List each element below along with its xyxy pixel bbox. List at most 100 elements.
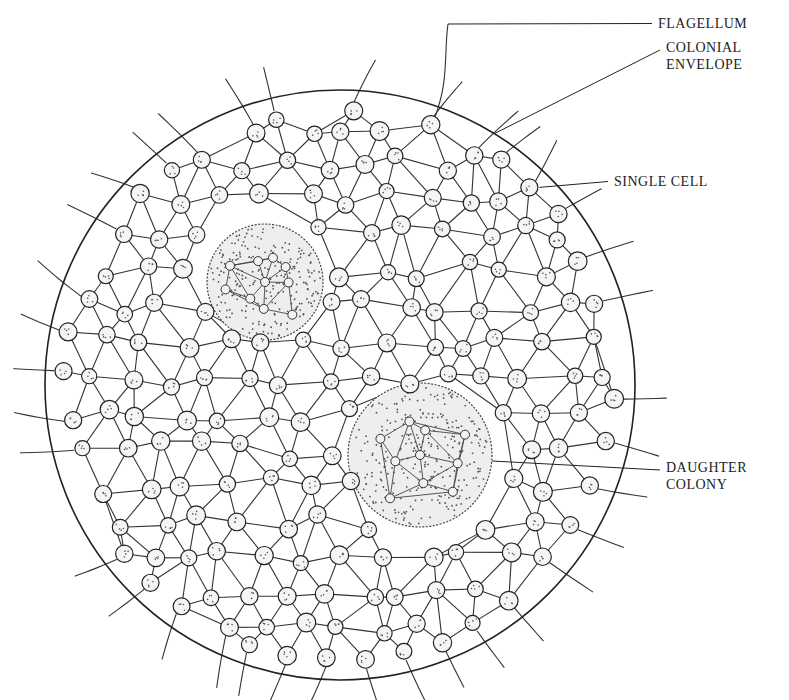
stipple	[187, 558, 189, 560]
stipple	[267, 332, 269, 334]
single-cell	[594, 369, 610, 385]
stipple	[251, 228, 253, 230]
stipple	[303, 282, 305, 284]
stipple	[413, 447, 415, 449]
cell-body	[172, 196, 190, 214]
cell-body	[330, 546, 349, 565]
single-cell	[223, 330, 241, 348]
stipple	[280, 324, 282, 326]
stipple	[385, 460, 387, 462]
daughter-cell	[391, 457, 400, 466]
stipple	[218, 422, 220, 424]
stipple	[306, 624, 308, 626]
stipple	[568, 526, 570, 528]
stipple	[353, 406, 355, 408]
cell-body	[221, 618, 239, 636]
stipple	[443, 397, 445, 399]
stipple	[482, 529, 484, 531]
stipple	[338, 623, 340, 625]
cell-body	[131, 184, 149, 202]
stipple	[331, 168, 333, 170]
stipple	[270, 326, 272, 328]
stipple	[371, 476, 373, 478]
stipple	[104, 493, 106, 495]
stipple	[205, 379, 207, 381]
stipple	[405, 511, 407, 513]
stipple	[318, 230, 320, 232]
cell-body	[296, 332, 311, 347]
stipple	[459, 495, 461, 497]
stipple	[237, 443, 239, 445]
single-cell	[387, 148, 403, 164]
stipple	[229, 309, 231, 311]
stipple	[64, 373, 66, 375]
stipple	[137, 412, 139, 414]
stipple	[430, 445, 432, 447]
stipple	[452, 421, 454, 423]
stipple	[601, 375, 603, 377]
single-cell	[75, 441, 90, 456]
single-cell	[140, 258, 156, 274]
stipple	[386, 419, 388, 421]
stipple	[431, 499, 433, 501]
stipple	[443, 393, 445, 395]
stipple	[186, 555, 188, 557]
stipple	[258, 324, 260, 326]
stipple	[576, 373, 578, 375]
stipple	[591, 484, 593, 486]
stipple	[371, 454, 373, 456]
stipple	[154, 559, 156, 561]
stipple	[538, 343, 540, 345]
stipple	[219, 310, 221, 312]
stipple	[309, 487, 311, 489]
stipple	[438, 591, 440, 593]
single-cell	[297, 613, 316, 632]
stipple	[310, 261, 312, 263]
stipple	[365, 483, 367, 485]
stipple	[283, 654, 285, 656]
stipple	[279, 118, 281, 120]
stipple	[558, 451, 560, 453]
stipple	[262, 195, 264, 197]
single-cell	[433, 634, 451, 652]
stipple	[239, 285, 241, 287]
stipple	[292, 525, 294, 527]
stipple	[226, 316, 228, 318]
stipple	[274, 321, 276, 323]
stipple	[476, 435, 478, 437]
stipple	[195, 514, 197, 516]
stipple	[354, 483, 356, 485]
stipple	[541, 416, 543, 418]
daughter-cell	[288, 310, 297, 319]
stipple	[201, 444, 203, 446]
stipple	[130, 419, 132, 421]
stipple	[389, 345, 391, 347]
stipple	[281, 247, 283, 249]
stipple	[439, 593, 441, 595]
stipple	[437, 448, 439, 450]
stipple	[273, 245, 275, 247]
cell-body	[462, 254, 477, 269]
cell-body	[100, 400, 118, 418]
stipple	[451, 375, 453, 377]
cell-body	[425, 548, 443, 566]
stipple	[423, 399, 425, 401]
stipple	[387, 636, 389, 638]
cell-body	[228, 513, 246, 531]
stipple	[157, 443, 159, 445]
stipple	[361, 660, 363, 662]
daughter-cell	[225, 261, 234, 270]
cell-body	[597, 432, 614, 449]
single-cell	[174, 259, 193, 278]
stipple	[299, 276, 301, 278]
stipple	[228, 338, 230, 340]
cell-body	[323, 293, 340, 310]
daughter-cell	[421, 426, 430, 435]
stipple	[246, 233, 248, 235]
stipple	[468, 204, 470, 206]
stipple	[386, 557, 388, 559]
stipple	[365, 162, 367, 164]
cell-body	[187, 506, 206, 525]
stipple	[504, 415, 506, 417]
stipple	[251, 378, 253, 380]
